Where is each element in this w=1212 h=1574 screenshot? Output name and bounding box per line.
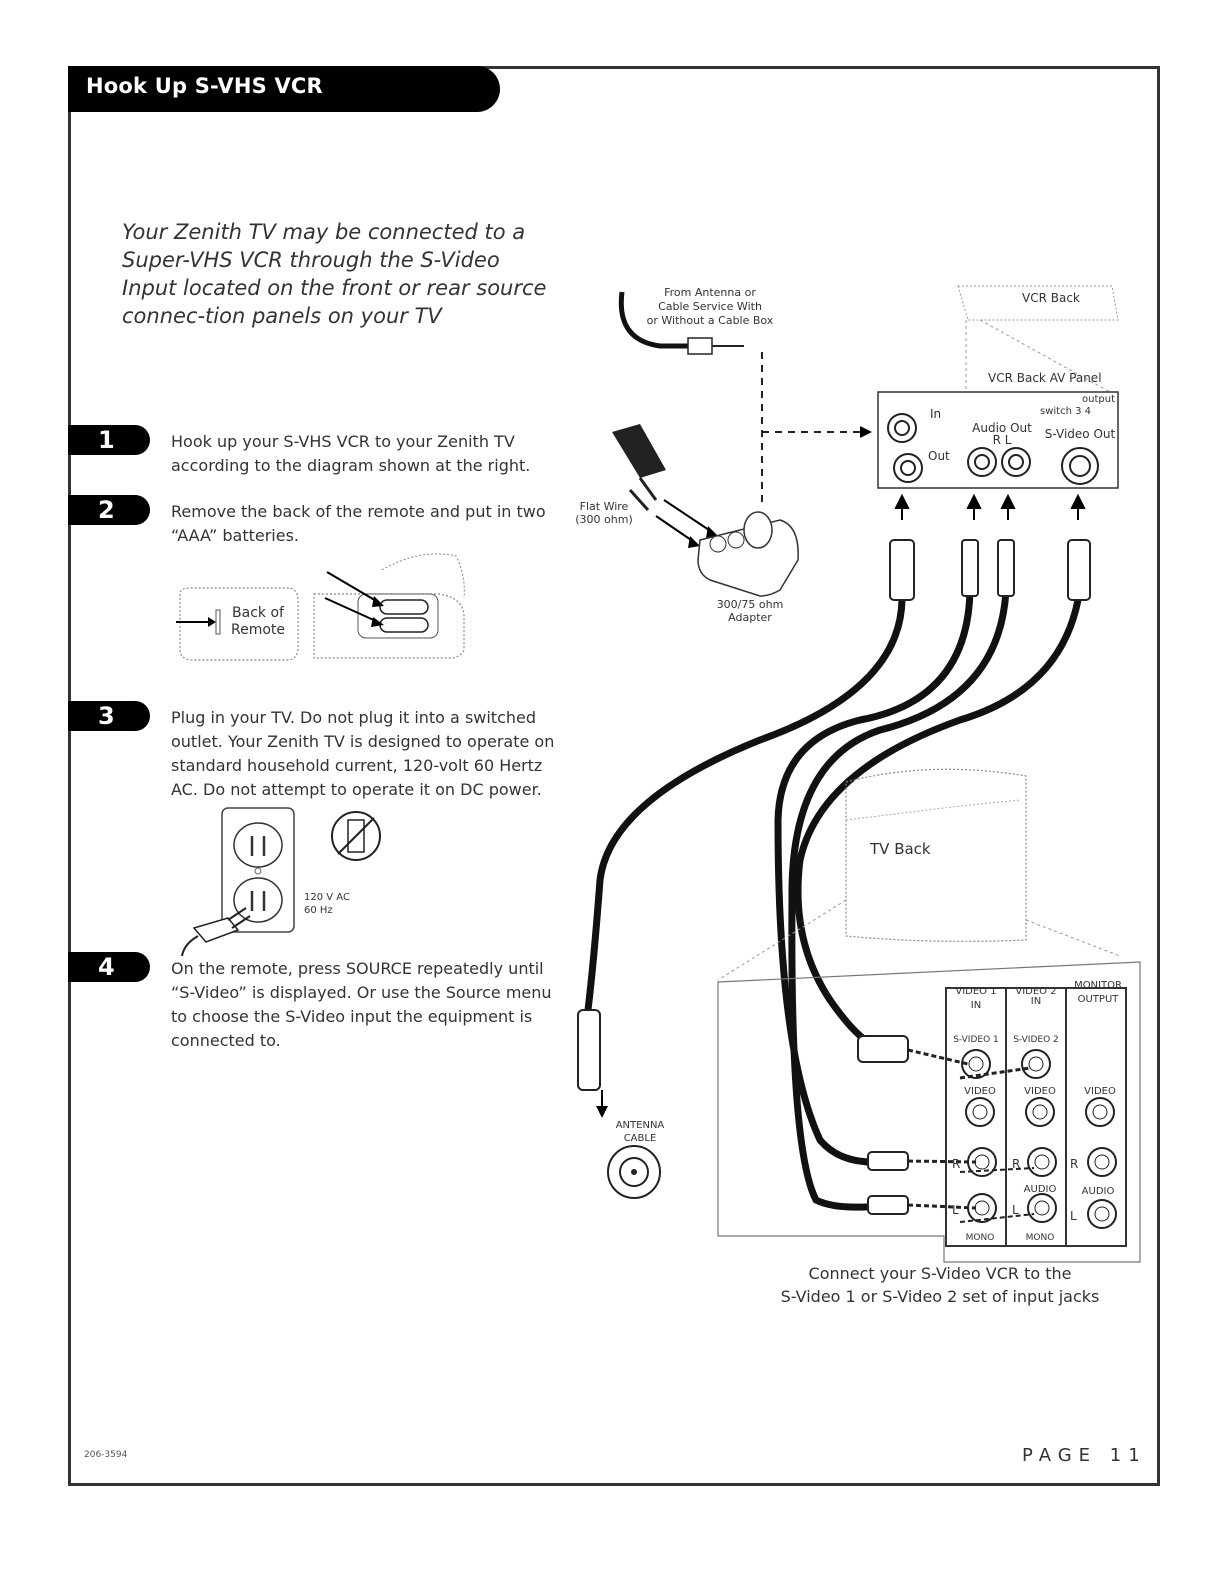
page-number: PAGE 11 (1022, 1445, 1147, 1466)
svg-text:output: output (1082, 394, 1115, 405)
outlet-illustration: 120 V AC 60 Hz (181, 807, 381, 957)
svg-text:VCR Back: VCR Back (1022, 291, 1080, 305)
svg-text:MONO: MONO (1026, 1233, 1055, 1243)
tv-input-panel: VIDEO 1 IN VIDEO 2 IN MONITOR OUTPUT S-V… (907, 980, 1127, 1247)
svg-text:From Antenna or: From Antenna or (664, 286, 756, 299)
header-bar (68, 66, 500, 112)
outlet-voltage: 120 V AC (304, 892, 350, 903)
svg-text:ANTENNA: ANTENNA (616, 1120, 665, 1131)
antenna-cable-jack: ANTENNA CABLE (607, 1120, 665, 1199)
intro-text: Your Zenith TV may be connected to a Sup… (122, 220, 547, 328)
svg-text:IN: IN (971, 1000, 981, 1011)
svg-text:L: L (952, 1203, 959, 1217)
connection-arrows (894, 493, 1086, 520)
cable-plugs (577, 539, 1091, 1215)
diagram-caption: Connect your S-Video VCR to the S-Video … (740, 1262, 1140, 1308)
svg-text:S-VIDEO 1: S-VIDEO 1 (953, 1035, 999, 1045)
svg-text:L: L (1070, 1209, 1077, 1223)
svg-text:R: R (1070, 1157, 1078, 1171)
svg-text:VIDEO 1: VIDEO 1 (955, 986, 996, 997)
caption-line-1: Connect your S-Video VCR to the (808, 1264, 1072, 1283)
step-badge-2: 2 (68, 495, 150, 525)
svg-text:VIDEO: VIDEO (1024, 1086, 1056, 1097)
svg-text:300/75 ohm: 300/75 ohm (717, 598, 784, 611)
svg-text:R: R (1012, 1157, 1020, 1171)
svg-text:(300 ohm): (300 ohm) (575, 513, 633, 526)
svg-text:L: L (1012, 1203, 1019, 1217)
footer-code: 206-3594 (84, 1450, 128, 1460)
svg-text:Audio Out: Audio Out (972, 421, 1032, 435)
svg-text:AUDIO: AUDIO (1082, 1186, 1115, 1197)
page-frame (68, 66, 1160, 1486)
svg-text:VIDEO: VIDEO (964, 1086, 996, 1097)
step-2-text: Remove the back of the remote and put in… (171, 502, 546, 545)
step-badge-1: 1 (68, 425, 150, 455)
svg-text:S-VIDEO 2: S-VIDEO 2 (1013, 1035, 1059, 1045)
svg-text:MONO: MONO (966, 1233, 995, 1243)
step-badge-4: 4 (68, 952, 150, 982)
step-1-text: Hook up your S-VHS VCR to your Zenith TV… (171, 432, 531, 475)
svg-text:Out: Out (928, 449, 950, 463)
svg-text:TV Back: TV Back (869, 840, 931, 858)
svg-text:CABLE: CABLE (624, 1133, 657, 1144)
step-4-text: On the remote, press SOURCE repeatedly u… (171, 959, 552, 1050)
svg-text:IN: IN (1031, 996, 1041, 1007)
svg-text:R L: R L (993, 433, 1012, 447)
svg-text:Adapter: Adapter (728, 611, 772, 624)
svg-text:VIDEO: VIDEO (1084, 1086, 1116, 1097)
svg-text:Cable Service With: Cable Service With (658, 300, 762, 313)
svg-text:VIDEO 2: VIDEO 2 (1015, 986, 1056, 997)
remote-label-line2: Remote (231, 622, 285, 638)
remote-illustration: Back of Remote (176, 553, 465, 661)
svg-text:S-Video Out: S-Video Out (1045, 427, 1116, 441)
svg-text:or Without a Cable Box: or Without a Cable Box (647, 314, 774, 327)
outlet-frequency: 60 Hz (304, 905, 333, 916)
svg-text:VCR Back AV Panel: VCR Back AV Panel (988, 371, 1102, 385)
caption-line-2: S-Video 1 or S-Video 2 set of input jack… (780, 1287, 1100, 1306)
svg-text:R: R (952, 1157, 960, 1171)
vcr-back-panel: VCR Back VCR Back AV Panel output switch… (877, 285, 1119, 489)
svg-text:OUTPUT: OUTPUT (1078, 994, 1120, 1005)
svg-text:In: In (930, 407, 941, 421)
svg-text:AUDIO: AUDIO (1024, 1184, 1057, 1195)
page-title: Hook Up S-VHS VCR (86, 74, 323, 98)
tv-back: TV Back (717, 768, 1141, 1263)
antenna-source: From Antenna or Cable Service With or Wi… (575, 286, 872, 624)
cables (584, 589, 1082, 1211)
svg-text:MONITOR: MONITOR (1074, 980, 1122, 991)
step-badge-3: 3 (68, 701, 150, 731)
svg-text:Flat Wire: Flat Wire (580, 500, 629, 513)
step-3-text: Plug in your TV. Do not plug it into a s… (171, 708, 555, 799)
svg-text:switch 3 4: switch 3 4 (1040, 406, 1091, 417)
remote-label-line1: Back of (232, 605, 285, 621)
